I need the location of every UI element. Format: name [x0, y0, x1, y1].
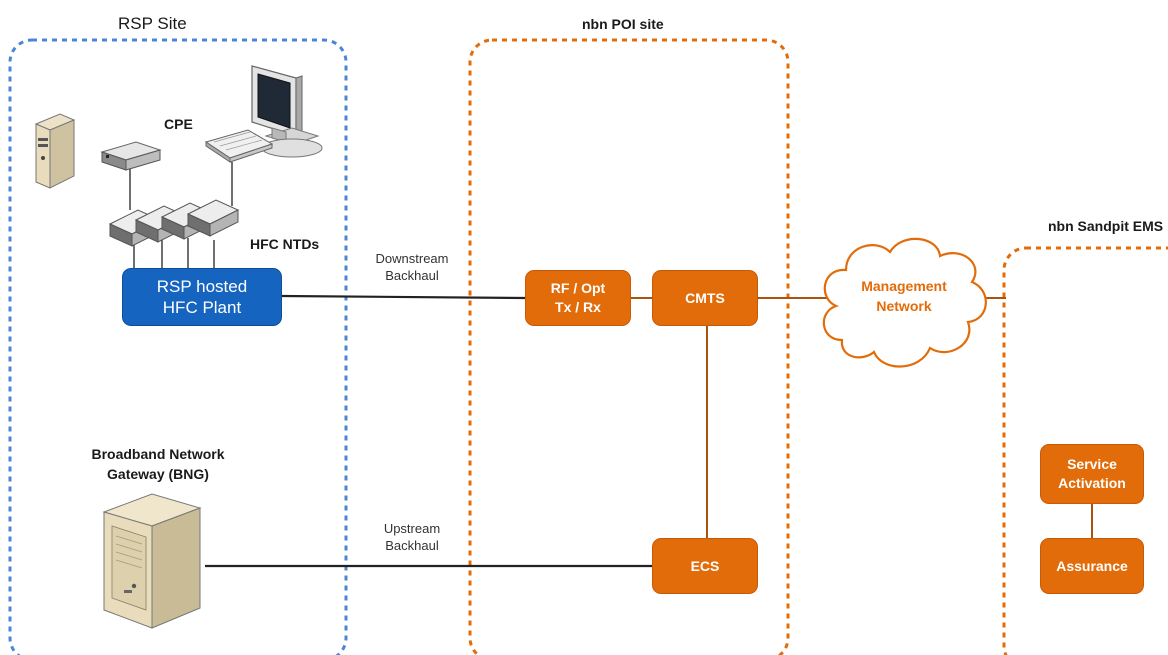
assurance-box[interactable]: Assurance — [1040, 538, 1144, 594]
rf-opt-txrx-box[interactable]: RF / Opt Tx / Rx — [525, 270, 631, 326]
downstream-backhaul-label: Downstream Backhaul — [375, 251, 449, 283]
bng-label: Broadband Network Gateway (BNG) — [91, 446, 225, 482]
rsp-site-boundary — [8, 38, 348, 655]
bng-server-icon — [102, 493, 202, 629]
monitor-icon — [251, 65, 323, 158]
management-network-label: Management Network — [861, 278, 947, 314]
rsp-site-title: RSP Site — [112, 14, 193, 34]
keyboard-icon — [204, 129, 274, 163]
cpe-label: CPE — [164, 116, 193, 132]
cloud-icon — [822, 237, 987, 368]
ntd-device-icon — [108, 199, 240, 247]
ecs-box[interactable]: ECS — [652, 538, 758, 594]
ems-site-title: nbn Sandpit EMS — [1048, 218, 1164, 234]
modem-icon — [100, 141, 162, 171]
poi-site-title: nbn POI site — [582, 16, 664, 32]
service-activation-box[interactable]: Service Activation — [1040, 444, 1144, 504]
cmts-box[interactable]: CMTS — [652, 270, 758, 326]
server-tower-icon — [34, 113, 76, 189]
ems-site-boundary — [1002, 246, 1168, 655]
rsp-hfc-plant-box[interactable]: RSP hosted HFC Plant — [122, 268, 282, 326]
ntd-label: HFC NTDs — [250, 236, 320, 252]
upstream-backhaul-label: Upstream Backhaul — [383, 521, 441, 553]
downstream-backhaul-line — [281, 294, 526, 300]
